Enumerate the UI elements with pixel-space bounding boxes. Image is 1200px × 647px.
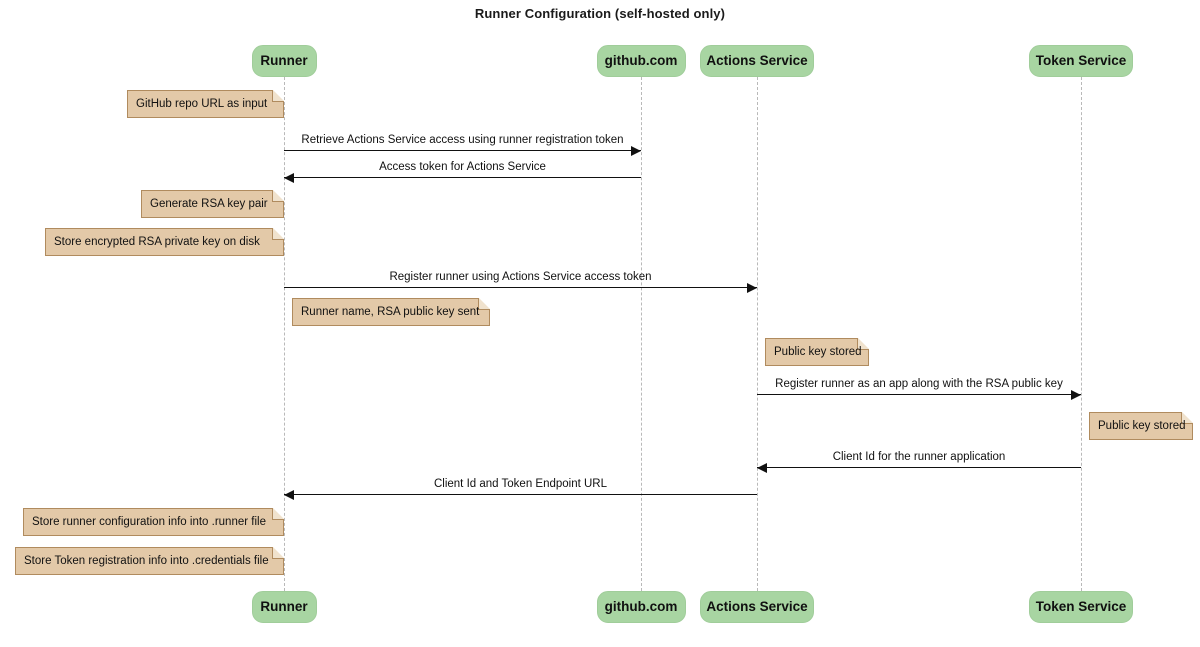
lifeline-runner bbox=[284, 77, 285, 591]
participant-label: Runner bbox=[260, 599, 308, 614]
msg-register-runner-as-app-arrowhead bbox=[1071, 389, 1081, 400]
note-text: Store Token registration info into .cred… bbox=[24, 555, 269, 567]
note-text: Public key stored bbox=[1098, 420, 1186, 432]
msg-client-id-for-runner-app-line bbox=[757, 467, 1081, 468]
msg-access-token-label: Access token for Actions Service bbox=[379, 161, 546, 173]
participant-token-bottom[interactable]: Token Service bbox=[1029, 591, 1133, 623]
msg-register-runner-label: Register runner using Actions Service ac… bbox=[389, 271, 652, 283]
note-fold-corner-icon bbox=[272, 546, 284, 559]
note-text: GitHub repo URL as input bbox=[136, 98, 268, 110]
note-generate-rsa: Generate RSA key pair bbox=[141, 189, 284, 218]
participant-label: github.com bbox=[604, 53, 678, 68]
note-public-key-stored-1: Public key stored bbox=[765, 337, 869, 366]
participant-github-top[interactable]: github.com bbox=[596, 45, 686, 77]
note-store-runner-config: Store runner configuration info into .ru… bbox=[23, 507, 284, 536]
note-text: Store encrypted RSA private key on disk bbox=[54, 236, 260, 248]
note-text: Runner name, RSA public key sent bbox=[301, 306, 480, 318]
lifeline-actions bbox=[757, 77, 758, 591]
note-public-key-stored-2: Public key stored bbox=[1089, 411, 1193, 440]
msg-retrieve-actions-access-line bbox=[284, 150, 641, 151]
msg-access-token-line bbox=[284, 177, 641, 178]
msg-register-runner-arrowhead bbox=[747, 282, 757, 293]
note-store-token-reg: Store Token registration info into .cred… bbox=[15, 546, 284, 575]
msg-client-id-token-endpoint-label: Client Id and Token Endpoint URL bbox=[433, 478, 608, 490]
participant-runner-bottom[interactable]: Runner bbox=[251, 591, 317, 623]
participant-label: Actions Service bbox=[706, 53, 808, 68]
msg-register-runner-line bbox=[284, 287, 757, 288]
msg-client-id-for-runner-app-arrowhead bbox=[757, 462, 767, 473]
msg-access-token-arrowhead bbox=[284, 172, 294, 183]
participant-actions-top[interactable]: Actions Service bbox=[700, 45, 814, 77]
msg-register-runner-as-app-label: Register runner as an app along with the… bbox=[775, 378, 1063, 390]
note-fold-corner-icon bbox=[1181, 411, 1193, 424]
participant-label: Token Service bbox=[1035, 53, 1127, 68]
participant-actions-bottom[interactable]: Actions Service bbox=[700, 591, 814, 623]
note-fold-corner-icon bbox=[272, 189, 284, 202]
msg-client-id-token-endpoint-line bbox=[284, 494, 757, 495]
msg-register-runner-as-app-line bbox=[757, 394, 1081, 395]
msg-retrieve-actions-access-label: Retrieve Actions Service access using ru… bbox=[301, 134, 624, 146]
msg-retrieve-actions-access-arrowhead bbox=[631, 145, 641, 156]
note-runner-name-pubkey: Runner name, RSA public key sent bbox=[292, 297, 490, 326]
note-store-private-key: Store encrypted RSA private key on disk bbox=[45, 227, 284, 256]
note-text: Store runner configuration info into .ru… bbox=[32, 516, 266, 528]
note-fold-corner-icon bbox=[272, 227, 284, 240]
lifeline-token bbox=[1081, 77, 1082, 591]
page-title: Runner Configuration (self-hosted only) bbox=[474, 6, 726, 21]
note-text: Generate RSA key pair bbox=[150, 198, 268, 210]
note-fold-corner-icon bbox=[272, 89, 284, 102]
note-github-repo-url: GitHub repo URL as input bbox=[127, 89, 284, 118]
msg-client-id-token-endpoint-arrowhead bbox=[284, 489, 294, 500]
note-fold-corner-icon bbox=[272, 507, 284, 520]
note-fold-corner-icon bbox=[857, 337, 869, 350]
note-text: Public key stored bbox=[774, 346, 862, 358]
participant-label: Runner bbox=[260, 53, 308, 68]
participant-label: Token Service bbox=[1035, 599, 1127, 614]
lifeline-github bbox=[641, 77, 642, 591]
msg-client-id-for-runner-app-label: Client Id for the runner application bbox=[832, 451, 1006, 463]
participant-runner-top[interactable]: Runner bbox=[251, 45, 317, 77]
note-fold-corner-icon bbox=[478, 297, 490, 310]
participant-label: github.com bbox=[604, 599, 678, 614]
participant-github-bottom[interactable]: github.com bbox=[596, 591, 686, 623]
participant-token-top[interactable]: Token Service bbox=[1029, 45, 1133, 77]
participant-label: Actions Service bbox=[706, 599, 808, 614]
